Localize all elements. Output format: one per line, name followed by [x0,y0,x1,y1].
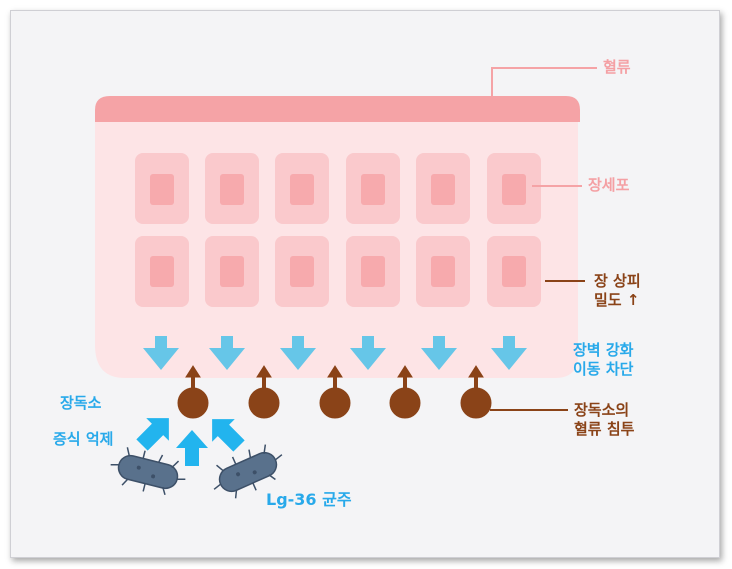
toxin-icon [389,365,421,419]
bacterium-icon [110,447,186,495]
toxin-icon [177,365,209,419]
blood-flow-leader [491,67,597,96]
diagonal-arrow-icon [136,418,169,451]
wall-strengthening-line2: 이동 차단 [573,359,634,378]
toxin-invasion-line2: 혈류 침투 [574,419,635,438]
strain-label: Lg-36 균주 [266,490,352,509]
down-arrow-icon [209,336,245,370]
down-arrow-icon [491,336,527,370]
diagonal-arrow-icon [212,419,245,452]
toxin-suppression-line1: 장독소 [60,394,102,412]
toxin-invasion-label: 장독소의 혈류 침투 [574,401,634,439]
suppression-arrows [136,418,245,466]
toxin-suppression-line2: 증식 억제 [53,430,114,448]
barrier-arrows [143,336,527,370]
bacterium-icon [213,444,283,499]
down-arrow-icon [280,336,316,370]
up-arrow-icon [176,430,208,466]
down-arrow-icon [350,336,386,370]
wall-strengthening-label: 장벽 강화 이동 차단 [573,341,633,379]
blood-flow-label: 혈류 [603,58,631,76]
cell-row-2 [135,236,541,307]
toxin-icon [319,365,351,419]
toxin-invasion-line1: 장독소의 [574,401,630,419]
epithelium-density-label: 장 상피 밀도 ↑ [594,272,641,310]
toxin-icon [248,365,280,419]
toxin-icon [460,365,492,419]
epithelium-density-line1: 장 상피 [594,272,641,290]
toxins [177,365,492,419]
intestinal-cell-label: 장세포 [588,176,630,194]
cell-row-1 [135,153,541,224]
epithelium-density-line2: 밀도 ↑ [594,290,640,309]
blood-flow-band [95,96,580,122]
bacteria [110,444,283,499]
wall-strengthening-line1: 장벽 강화 [573,341,634,359]
down-arrow-icon [143,336,179,370]
down-arrow-icon [421,336,457,370]
